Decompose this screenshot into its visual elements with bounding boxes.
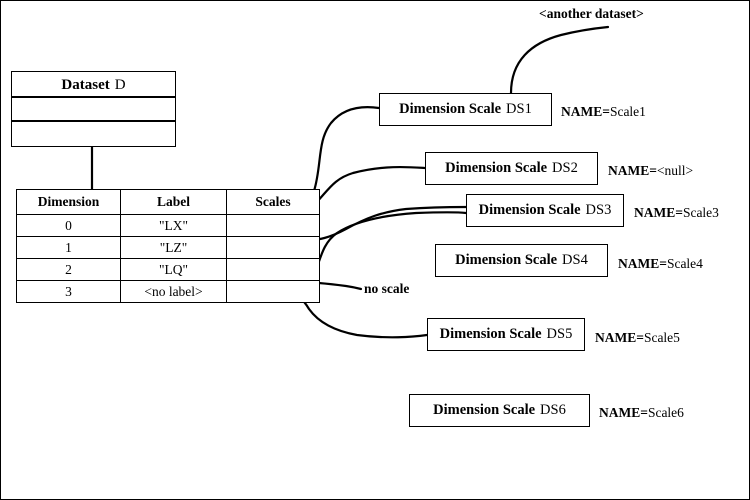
cell-label: <no label>	[120, 280, 227, 303]
table-row[interactable]: 3 <no label>	[16, 280, 320, 303]
ds5-id: DS5	[546, 326, 573, 342]
ds2-name-key: NAME=	[608, 163, 657, 178]
table-row[interactable]: 1 "LZ"	[16, 236, 320, 259]
ds4-id: DS4	[562, 252, 588, 268]
cell-dimension: 1	[16, 236, 121, 259]
ds6-kind: Dimension Scale	[433, 402, 536, 418]
ds2-kind: Dimension Scale	[445, 160, 548, 176]
ds3-name-value: Scale3	[682, 205, 719, 220]
table-header-row: Dimension Label Scales	[16, 189, 320, 215]
cell-scales	[226, 280, 320, 303]
column-header-scales: Scales	[226, 189, 320, 215]
ds5-name-key: NAME=	[595, 330, 644, 345]
ds5-name-value: Scale5	[643, 330, 680, 345]
cell-dimension: 0	[16, 214, 121, 237]
ds6-id: DS6	[540, 402, 566, 418]
dataset-class-id: D	[114, 77, 126, 93]
name-note-ds5: NAME=Scale5	[595, 331, 680, 345]
column-header-dimension: Dimension	[16, 189, 121, 215]
dimension-table[interactable]: Dimension Label Scales 0 "LX" 1 "LZ" 2 "…	[16, 189, 320, 303]
cell-label: "LZ"	[120, 236, 227, 259]
table-row[interactable]: 2 "LQ"	[16, 258, 320, 281]
ds3-kind: Dimension Scale	[478, 202, 581, 218]
name-note-ds1: NAME=Scale1	[561, 105, 646, 119]
dataset-class-operations-row	[12, 122, 175, 146]
cell-scales	[226, 214, 320, 237]
table-row[interactable]: 0 "LX"	[16, 214, 320, 237]
ds1-name-key: NAME=	[561, 104, 610, 119]
ds6-name-key: NAME=	[599, 405, 648, 420]
ds2-id: DS2	[552, 160, 578, 176]
no-scale-label: no scale	[364, 281, 410, 296]
ds4-name-value: Scale4	[666, 256, 703, 271]
ds4-kind: Dimension Scale	[455, 252, 558, 268]
name-note-ds6: NAME=Scale6	[599, 406, 684, 420]
name-note-ds2: NAME=<null>	[608, 164, 693, 178]
cell-dimension: 3	[16, 280, 121, 303]
ds6-name-value: Scale6	[647, 405, 684, 420]
name-note-ds4: NAME=Scale4	[618, 257, 703, 271]
another-dataset-label: <another dataset>	[539, 6, 644, 21]
cell-dimension: 2	[16, 258, 121, 281]
dataset-class-attributes-row	[12, 98, 175, 122]
cell-label: "LX"	[120, 214, 227, 237]
dataset-class-kind: Dataset	[61, 77, 110, 93]
ds3-name-key: NAME=	[634, 205, 683, 220]
ds4-name-key: NAME=	[618, 256, 667, 271]
column-header-label: Label	[120, 189, 227, 215]
ds1-kind: Dimension Scale	[399, 101, 502, 117]
ds2-name-value: <null>	[656, 163, 694, 178]
edge-another-dataset-to-ds1	[509, 25, 610, 95]
ds5-kind: Dimension Scale	[439, 326, 542, 342]
name-note-ds3: NAME=Scale3	[634, 206, 719, 220]
cell-scales	[226, 236, 320, 259]
ds1-name-value: Scale1	[609, 104, 646, 119]
cell-scales	[226, 258, 320, 281]
ds1-id: DS1	[506, 101, 532, 117]
ds3-id: DS3	[585, 202, 612, 218]
cell-label: "LQ"	[120, 258, 227, 281]
